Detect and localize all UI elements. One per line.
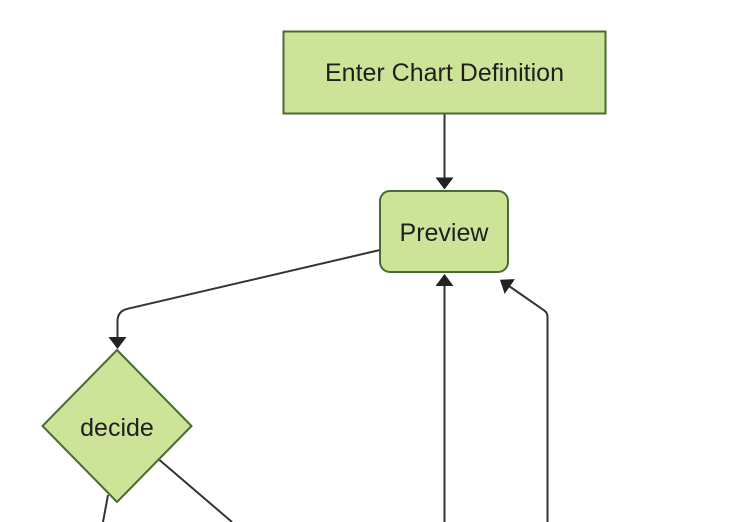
node-decide-label: decide bbox=[80, 414, 154, 442]
edge-preview-to-decide bbox=[108, 249, 381, 349]
edge-offscreen-bottom-right-to-preview bbox=[499, 279, 549, 522]
node-decide: decide bbox=[41, 348, 193, 504]
edge-decide-to-offscreen-bottom-left bbox=[102, 494, 109, 522]
node-preview: Preview bbox=[379, 190, 509, 273]
node-enter-chart-definition: Enter Chart Definition bbox=[282, 30, 607, 115]
node-preview-label: Preview bbox=[400, 219, 490, 247]
node-enter-chart-definition-shape bbox=[282, 30, 607, 115]
node-decide-shape bbox=[41, 348, 193, 504]
node-enter-chart-definition-label: Enter Chart Definition bbox=[325, 59, 564, 87]
node-preview-shape bbox=[379, 190, 509, 273]
edge-decide-to-offscreen-bottom-right bbox=[158, 459, 233, 522]
